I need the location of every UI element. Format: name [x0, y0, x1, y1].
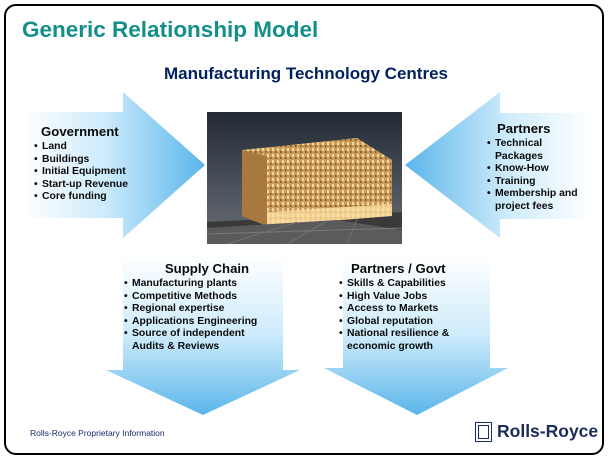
list-item: Initial Equipment — [34, 166, 128, 179]
building-photo — [207, 112, 402, 244]
partners-list: Technical Packages Know-How Training Mem… — [487, 138, 591, 214]
list-item: High Value Jobs — [339, 291, 489, 304]
logo-text: Rolls-Royce — [497, 421, 599, 441]
government-block: Government Land Buildings Initial Equipm… — [34, 124, 128, 204]
slide-frame — [4, 4, 604, 455]
supply-chain-block: Supply Chain Manufacturing plants Compet… — [124, 261, 290, 354]
partners-heading: Partners — [497, 121, 551, 136]
supply-chain-list: Manufacturing plants Competitive Methods… — [124, 278, 290, 354]
partners-govt-block: Partners / Govt Skills & Capabilities Hi… — [339, 261, 489, 354]
slide-title: Generic Relationship Model — [22, 17, 319, 42]
partners-govt-heading: Partners / Govt — [351, 261, 446, 276]
list-item: National resilience & economic growth — [339, 328, 475, 353]
list-item: Land — [34, 141, 128, 154]
partners-govt-list: Skills & Capabilities High Value Jobs Ac… — [339, 278, 489, 354]
supply-chain-heading: Supply Chain — [164, 261, 250, 276]
list-item: Buildings — [34, 154, 128, 167]
list-item: Membership and project fees — [487, 188, 591, 213]
list-item: Technical Packages — [487, 138, 591, 163]
slide-subtitle: Manufacturing Technology Centres — [164, 64, 448, 83]
list-item: Manufacturing plants — [124, 278, 290, 291]
list-item: Core funding — [34, 191, 128, 204]
list-item: Applications Engineering — [124, 316, 290, 329]
list-item: Start-up Revenue — [34, 179, 128, 192]
list-item: Regional expertise — [124, 303, 290, 316]
partners-block: Partners Technical Packages Know-How Tra… — [487, 121, 591, 214]
list-item: Competitive Methods — [124, 291, 290, 304]
rr-badge-icon — [475, 421, 492, 442]
list-item: Skills & Capabilities — [339, 278, 489, 291]
rolls-royce-logo: Rolls-Royce — [475, 421, 598, 442]
list-item: Know-How — [487, 163, 591, 176]
list-item: Access to Markets — [339, 303, 489, 316]
government-heading: Government — [41, 124, 119, 139]
government-list: Land Buildings Initial Equipment Start-u… — [34, 141, 128, 204]
footer-text: Rolls-Royce Proprietary Information — [30, 428, 165, 438]
list-item: Training — [487, 176, 591, 189]
list-item: Global reputation — [339, 316, 489, 329]
list-item: Source of independent Audits & Reviews — [124, 328, 272, 353]
